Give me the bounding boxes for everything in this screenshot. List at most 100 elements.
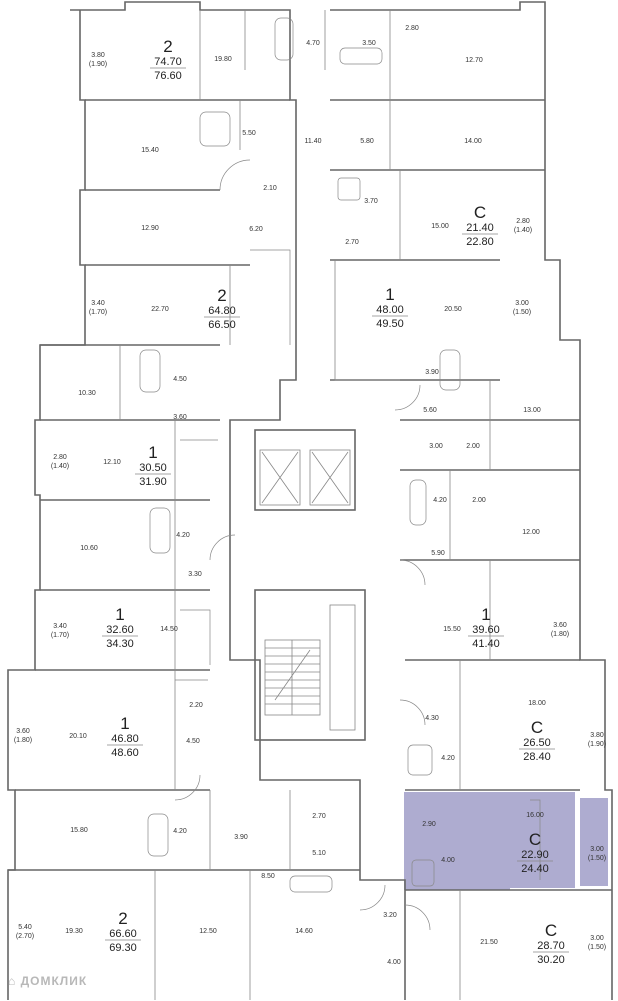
room-area-balcony: (1.70) (51, 632, 69, 639)
room-area: 3.00 (429, 443, 443, 450)
room-area-balcony: (1.40) (51, 463, 69, 470)
room-area: 3.70 (364, 198, 378, 205)
room-area: 3.00 (515, 300, 529, 307)
room-area: 2.00 (466, 443, 480, 450)
room-area: 4.20 (176, 532, 190, 539)
apartment-type: 2 (217, 286, 226, 305)
room-area: 10.60 (80, 545, 98, 552)
room-area: 2.90 (422, 821, 436, 828)
room-area: 15.40 (141, 147, 159, 154)
apartment-total-area: 24.40 (521, 863, 549, 875)
apartment-a4[interactable]: 1 32.60 34.30 (102, 605, 138, 650)
highlighted-apartment[interactable] (404, 792, 608, 890)
room-area: 15.50 (443, 626, 461, 633)
room-area: 4.30 (425, 715, 439, 722)
apartment-living-area: 21.40 (466, 222, 494, 234)
apartment-type: 1 (385, 285, 394, 304)
room-area-balcony: (1.90) (89, 61, 107, 68)
room-area: 12.50 (199, 928, 217, 935)
room-area: 4.00 (387, 959, 401, 966)
apartment-type: C (531, 718, 543, 737)
room-area: 4.70 (306, 40, 320, 47)
room-area-balcony: (1.70) (89, 309, 107, 316)
apartment-total-area: 69.30 (109, 942, 137, 954)
apartment-total-area: 41.40 (472, 638, 500, 650)
apartment-living-area: 66.60 (109, 928, 137, 940)
apartment-living-area: 28.70 (537, 940, 565, 952)
apartment-type: 1 (481, 605, 490, 624)
apartment-a8[interactable]: 1 48.00 49.50 (372, 285, 408, 330)
room-area: 3.80 (91, 52, 105, 59)
highlighted-balcony-fill[interactable] (580, 798, 608, 886)
room-area: 3.80 (590, 732, 604, 739)
room-area: 3.00 (590, 935, 604, 942)
apartment-a10[interactable]: C 26.50 28.40 (519, 718, 555, 763)
apartment-a9[interactable]: 1 39.60 41.40 (468, 605, 504, 650)
apartment-labels: 2 74.70 76.60 2 64.80 66.50 1 30.50 31.9… (102, 37, 569, 966)
apartment-living-area: 48.00 (376, 304, 404, 316)
room-area: 4.00 (441, 857, 455, 864)
apartment-total-area: 31.90 (139, 476, 167, 488)
room-area: 19.80 (214, 56, 232, 63)
highlighted-apartment-fill[interactable] (404, 792, 575, 890)
room-area-labels: 3.80 (1.90) 19.80 4.70 3.50 2.80 12.70 1… (14, 25, 606, 966)
apartment-a1[interactable]: 2 74.70 76.60 (150, 37, 186, 82)
room-area: 8.50 (261, 873, 275, 880)
room-area: 12.70 (465, 57, 483, 64)
watermark-text: ДОМКЛИК (20, 974, 88, 988)
room-area: 5.90 (431, 550, 445, 557)
room-area: 3.40 (53, 623, 67, 630)
room-area: 5.60 (423, 407, 437, 414)
apartment-a12[interactable]: C 28.70 30.20 (533, 921, 569, 966)
room-area: 22.70 (151, 306, 169, 313)
room-area: 10.30 (78, 390, 96, 397)
room-area: 11.40 (305, 138, 322, 145)
apartment-a3[interactable]: 1 30.50 31.90 (135, 443, 171, 488)
room-area: 3.60 (173, 414, 187, 421)
apartment-living-area: 64.80 (208, 305, 236, 317)
apartment-a11[interactable]: C 22.90 24.40 (517, 830, 553, 875)
apartment-total-area: 30.20 (537, 954, 565, 966)
building-walls (7, 1, 613, 1000)
room-area: 5.10 (312, 850, 326, 857)
apartment-living-area: 74.70 (154, 56, 182, 68)
room-area: 5.80 (360, 138, 374, 145)
room-area: 21.50 (480, 939, 498, 946)
apartment-living-area: 30.50 (139, 462, 167, 474)
room-area: 2.20 (189, 702, 203, 709)
room-area: 3.90 (234, 834, 248, 841)
apartment-type: C (474, 203, 486, 222)
room-area: 2.70 (345, 239, 359, 246)
room-area: 3.60 (553, 622, 567, 629)
room-area: 14.50 (160, 626, 178, 633)
room-area: 13.00 (523, 407, 541, 414)
door-arcs (174, 159, 431, 931)
room-area: 14.60 (295, 928, 313, 935)
room-area: 12.90 (141, 225, 159, 232)
room-area: 12.10 (103, 459, 121, 466)
room-area: 3.40 (91, 300, 105, 307)
apartment-a6[interactable]: 2 66.60 69.30 (105, 909, 141, 954)
room-area: 2.80 (516, 218, 530, 225)
apartment-a5[interactable]: 1 46.80 48.60 (107, 714, 143, 759)
apartment-total-area: 34.30 (106, 638, 134, 650)
apartment-type: 2 (163, 37, 172, 56)
apartment-living-area: 22.90 (521, 849, 549, 861)
apartment-total-area: 49.50 (376, 318, 404, 330)
room-area: 4.20 (433, 497, 447, 504)
apartment-a2[interactable]: 2 64.80 66.50 (204, 286, 240, 331)
room-area-balcony: (1.50) (588, 855, 606, 862)
home-logo-icon: ⌂ (8, 974, 17, 988)
room-area: 3.50 (362, 40, 376, 47)
room-area: 15.80 (70, 827, 88, 834)
apartment-total-area: 48.60 (111, 747, 139, 759)
apartment-type: C (545, 921, 557, 940)
room-area: 16.00 (526, 812, 544, 819)
apartment-type: 1 (120, 714, 129, 733)
apartment-living-area: 46.80 (111, 733, 139, 745)
room-area: 4.20 (441, 755, 455, 762)
room-area-balcony: (1.40) (514, 227, 532, 234)
apartment-a7[interactable]: C 21.40 22.80 (462, 203, 498, 248)
room-area: 2.80 (405, 25, 419, 32)
